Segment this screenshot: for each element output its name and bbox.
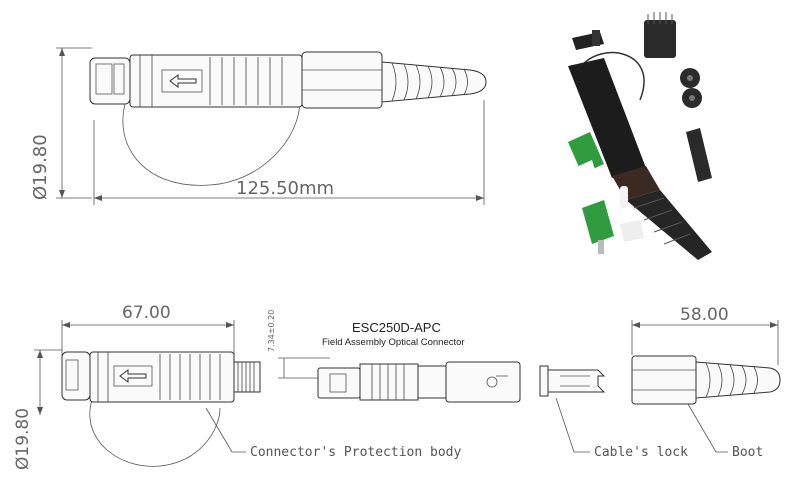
top-assembly-drawing: 125.50mm Ø19.80 [30,47,487,205]
product-description: Field Assembly Optical Connector [322,337,465,348]
overall-length-label: 125.50mm [236,178,334,199]
protection-body-length-label: 67.00 [122,303,171,323]
product-model: ESC250D-APC [352,320,441,335]
protection-body-callout: Connector's Protection body [250,445,461,460]
boot-callout: Boot [732,445,763,460]
top-diameter-label: Ø19.80 [30,134,51,200]
boot-drawing: 58.00 Boot [631,305,781,460]
product-photo [568,12,712,260]
sc-connector-drawing: ESC250D-APC Field Assembly Optical Conne… [267,310,521,403]
cable-lock-drawing: Cable's lock [539,365,688,460]
ferrule-offset-label: 7.34±0.20 [267,310,276,352]
bottom-diameter-label: Ø19.80 [13,408,33,470]
boot-length-label: 58.00 [680,305,729,325]
protection-body-drawing: Connector's Protection body 67.00 Ø19.80 [13,303,461,470]
cable-lock-callout: Cable's lock [594,445,688,460]
